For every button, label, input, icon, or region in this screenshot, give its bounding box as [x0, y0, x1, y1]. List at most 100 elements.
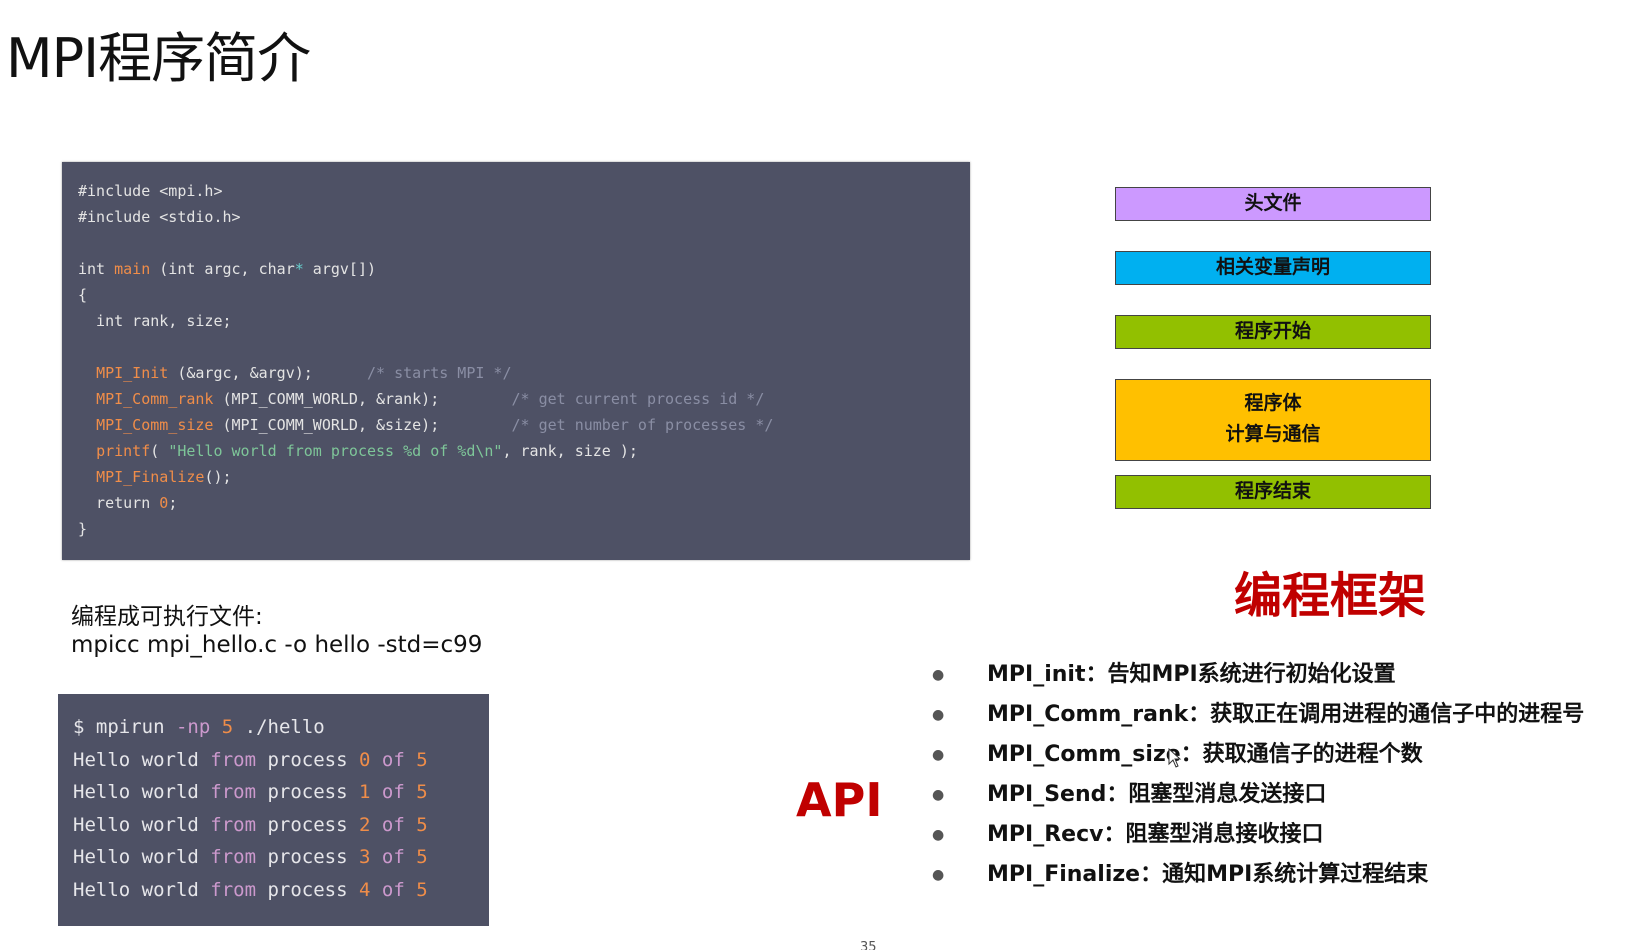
- terminal-token: [405, 846, 416, 868]
- code-token: , rank, size );: [502, 442, 638, 460]
- terminal-token: 3: [359, 846, 371, 868]
- terminal-line: Hello world from process 2 of 5: [73, 809, 428, 842]
- terminal-line: Hello world from process 0 of 5: [73, 744, 428, 777]
- api-list-item-text: MPI_Finalize：通知MPI系统计算过程结束: [987, 862, 1429, 887]
- code-token: "Hello world from process %d of %d\n": [168, 442, 503, 460]
- terminal-line: Hello world from process 4 of 5: [73, 874, 428, 907]
- terminal-token: of: [381, 846, 405, 868]
- framework-program-end: 程序结束: [1115, 475, 1431, 509]
- terminal-token: 2: [359, 813, 371, 836]
- code-token: [78, 364, 96, 382]
- terminal-token: of: [381, 781, 405, 803]
- code-token: ();: [204, 468, 232, 486]
- terminal-token: process: [256, 813, 359, 836]
- terminal-token: Hello world: [73, 878, 211, 901]
- terminal-token: process: [256, 878, 359, 901]
- terminal-token: of: [381, 813, 405, 836]
- framework-header-file-label: 头文件: [1244, 192, 1302, 214]
- terminal-token: [370, 749, 381, 771]
- code-token: 0: [159, 494, 169, 512]
- code-block: #include <mpi.h> #include <stdio.h> int ma…: [62, 162, 970, 560]
- terminal-line: $ mpirun -np 5 ./hello: [73, 711, 428, 744]
- code-token: /* get current process id */: [511, 390, 765, 408]
- terminal-token: 5: [221, 716, 234, 738]
- code-line: #include <stdio.h>: [78, 204, 773, 230]
- terminal-token: from: [210, 781, 257, 803]
- slide-title: MPI程序简介: [6, 27, 311, 90]
- code-token: /* get number of processes */: [511, 416, 774, 434]
- terminal-token: [370, 781, 381, 803]
- code-token: #include <mpi.h>: [78, 182, 223, 200]
- terminal-token: from: [210, 846, 257, 868]
- terminal-token: -np: [175, 716, 211, 738]
- framework-program-start: 程序开始: [1115, 315, 1431, 349]
- code-token: {: [78, 286, 88, 304]
- code-token: /* starts MPI */: [367, 364, 512, 382]
- terminal-token: 5: [416, 813, 428, 836]
- terminal-token: Hello world: [73, 846, 211, 868]
- terminal-token: 4: [359, 878, 371, 901]
- code-token: [78, 468, 96, 486]
- terminal-token: [405, 814, 416, 836]
- terminal-token: of: [381, 748, 405, 771]
- code-token: [78, 390, 96, 408]
- framework-var-decl: 相关变量声明: [1115, 251, 1431, 285]
- code-line: {: [78, 282, 773, 308]
- framework-program-end-label: 程序结束: [1234, 480, 1311, 502]
- terminal-token: Hello world: [73, 781, 211, 803]
- api-list-item-text: MPI_init：告知MPI系统进行初始化设置: [987, 662, 1396, 687]
- code-line: int main (int argc, char* argv[]): [78, 256, 773, 282]
- terminal-token: process: [256, 846, 359, 868]
- terminal-token: [405, 879, 416, 901]
- terminal-line: Hello world from process 1 of 5: [73, 776, 428, 809]
- terminal-token: from: [210, 878, 257, 901]
- code-token: return: [78, 494, 160, 512]
- code-token: [78, 416, 96, 434]
- code-line: printf( "Hello world from process %d of …: [78, 438, 773, 464]
- code-line: MPI_Finalize();: [78, 464, 773, 490]
- compile-command: mpicc mpi_hello.c -o hello -std=c99: [71, 632, 483, 658]
- terminal-token: 5: [416, 846, 428, 868]
- framework-program-start-label: 程序开始: [1234, 320, 1311, 342]
- code-line: }: [78, 516, 773, 542]
- bullet-dot-icon: ●: [932, 747, 945, 763]
- code-token: *: [294, 260, 304, 278]
- bullet-dot-icon: ●: [932, 867, 945, 883]
- code-token: (: [150, 442, 169, 460]
- compile-instructions: 编程成可执行文件: mpicc mpi_hello.c -o hello -st…: [71, 603, 482, 659]
- terminal-token: Hello world: [73, 813, 211, 836]
- code-line: MPI_Comm_size (MPI_COMM_WORLD, &size); /…: [78, 412, 773, 438]
- api-list-item-text: MPI_Comm_rank：获取正在调用进程的通信子中的进程号: [987, 702, 1585, 727]
- code-token: [78, 442, 96, 460]
- code-token: int: [78, 260, 115, 278]
- terminal-token: ./hello: [233, 716, 325, 738]
- framework-program-body: 程序体 计算与通信: [1115, 379, 1431, 461]
- terminal-token: from: [210, 813, 257, 836]
- code-line: MPI_Comm_rank (MPI_COMM_WORLD, &rank); /…: [78, 386, 773, 412]
- api-list-item: ● MPI_Comm_size：获取通信子的进程个数: [930, 735, 1620, 775]
- terminal-token: $ mpirun: [73, 716, 176, 738]
- api-list-item-text: MPI_Recv：阻塞型消息接收接口: [987, 822, 1324, 847]
- code-token: (MPI_COMM_WORLD, &size);: [213, 416, 512, 434]
- api-list-item: ● MPI_Recv：阻塞型消息接收接口: [930, 815, 1620, 855]
- compile-label: 编程成可执行文件:: [71, 604, 263, 630]
- code-line: return 0;: [78, 490, 773, 516]
- terminal-token: [370, 879, 381, 901]
- code-line: [78, 334, 773, 360]
- api-list: ● MPI_init：告知MPI系统进行初始化设置 ● MPI_Comm_rank：获…: [930, 655, 1620, 895]
- code-token: main: [114, 260, 151, 278]
- terminal-token: process: [256, 748, 359, 771]
- code-token: printf: [96, 442, 151, 460]
- code-line: MPI_Init (&argc, &argv); /* starts MPI *…: [78, 360, 773, 386]
- terminal-token: [405, 749, 416, 771]
- terminal-token: 5: [416, 781, 428, 803]
- terminal-token: process: [256, 781, 359, 803]
- code-line: [78, 230, 773, 256]
- bullet-dot-icon: ●: [932, 827, 945, 843]
- code-token: MPI_Comm_rank: [96, 390, 214, 408]
- api-list-item-text: MPI_Comm_size：获取通信子的进程个数: [987, 742, 1423, 767]
- terminal-token: of: [381, 878, 405, 901]
- terminal-token: 0: [359, 748, 371, 771]
